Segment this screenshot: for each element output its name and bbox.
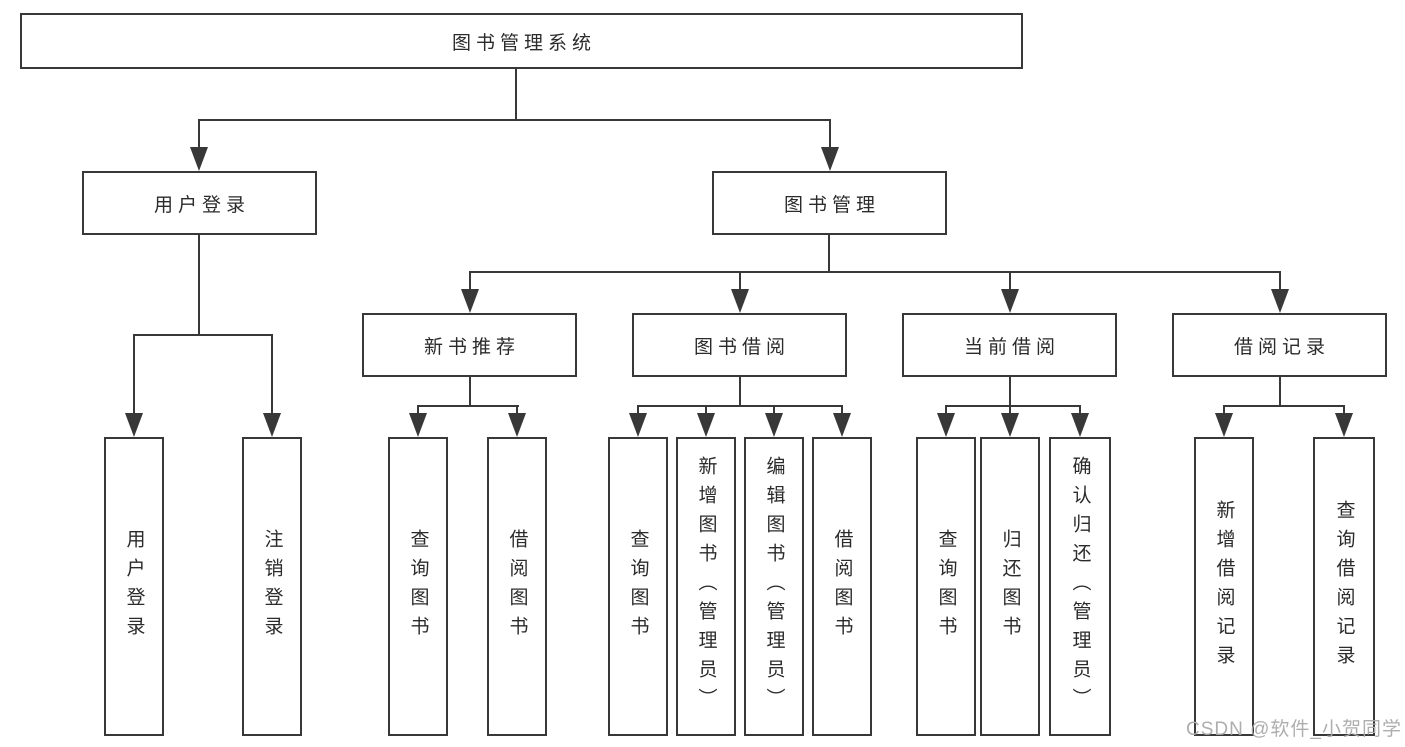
- connector-line: [1009, 377, 1011, 407]
- arrowhead-down-icon: [1001, 289, 1019, 313]
- connector-line: [829, 119, 831, 150]
- connector-line: [469, 271, 1281, 273]
- leaf-borrow-books-recommend: 借阅图书: [487, 437, 547, 736]
- node-book-borrowing: 图书借阅: [632, 313, 847, 377]
- connector-line: [705, 405, 707, 417]
- arrowhead-down-icon: [731, 289, 749, 313]
- arrowhead-down-icon: [937, 413, 955, 437]
- connector-line: [198, 235, 200, 336]
- leaf-confirm-return-admin: 确认归还（管理员）: [1049, 437, 1111, 736]
- arrowhead-down-icon: [765, 413, 783, 437]
- arrowhead-down-icon: [263, 413, 281, 437]
- node-book-management: 图书管理: [712, 171, 947, 235]
- connector-line: [841, 405, 843, 417]
- node-current-borrowing: 当前借阅: [902, 313, 1117, 377]
- connector-line: [133, 334, 135, 415]
- leaf-logout: 注销登录: [242, 437, 302, 736]
- node-borrowing-records: 借阅记录: [1172, 313, 1387, 377]
- connector-line: [1343, 405, 1345, 417]
- csdn-watermark: CSDN @软件_小贺同学: [1186, 719, 1402, 740]
- connector-line: [515, 69, 517, 121]
- leaf-query-books-borrowing: 查询图书: [608, 437, 668, 736]
- arrowhead-down-icon: [1215, 413, 1233, 437]
- leaf-borrow-books-borrowing: 借阅图书: [812, 437, 872, 736]
- connector-line: [271, 334, 273, 415]
- node-new-book-recommendation: 新书推荐: [362, 313, 577, 377]
- leaf-add-borrow-record: 新增借阅记录: [1194, 437, 1254, 736]
- connector-line: [945, 405, 947, 417]
- connector-line: [739, 271, 741, 291]
- arrowhead-down-icon: [821, 147, 839, 171]
- arrowhead-down-icon: [508, 413, 526, 437]
- arrowhead-down-icon: [629, 413, 647, 437]
- connector-line: [1009, 271, 1011, 291]
- arrowhead-down-icon: [461, 289, 479, 313]
- connector-line: [133, 334, 273, 336]
- leaf-user-login: 用户登录: [104, 437, 164, 736]
- arrowhead-down-icon: [1001, 413, 1019, 437]
- node-user-login: 用户登录: [82, 171, 317, 235]
- connector-line: [417, 405, 419, 417]
- arrowhead-down-icon: [125, 413, 143, 437]
- connector-line: [516, 405, 518, 417]
- connector-line: [1223, 405, 1345, 407]
- connector-line: [1279, 271, 1281, 291]
- connector-line: [773, 405, 775, 417]
- node-library-management-system: 图书管理系统: [20, 13, 1023, 69]
- leaf-add-book-admin: 新增图书（管理员）: [676, 437, 736, 736]
- connector-line: [637, 405, 639, 417]
- connector-line: [1009, 405, 1011, 417]
- connector-line: [469, 377, 471, 407]
- arrowhead-down-icon: [190, 147, 208, 171]
- connector-line: [739, 377, 741, 407]
- connector-line: [637, 405, 843, 407]
- arrowhead-down-icon: [1335, 413, 1353, 437]
- arrowhead-down-icon: [1071, 413, 1089, 437]
- arrowhead-down-icon: [1271, 289, 1289, 313]
- leaf-return-books: 归还图书: [980, 437, 1040, 736]
- arrowhead-down-icon: [833, 413, 851, 437]
- connector-line: [1279, 377, 1281, 407]
- connector-line: [198, 119, 200, 150]
- connector-line: [828, 235, 830, 273]
- connector-line: [198, 119, 831, 121]
- connector-line: [1079, 405, 1081, 417]
- connector-line: [1223, 405, 1225, 417]
- connector-line: [417, 405, 519, 407]
- connector-line: [945, 405, 1081, 407]
- arrowhead-down-icon: [697, 413, 715, 437]
- leaf-edit-book-admin: 编辑图书（管理员）: [744, 437, 804, 736]
- arrowhead-down-icon: [409, 413, 427, 437]
- leaf-query-books-recommend: 查询图书: [388, 437, 448, 736]
- connector-line: [469, 271, 471, 291]
- leaf-query-books-current: 查询图书: [916, 437, 976, 736]
- leaf-query-borrow-record: 查询借阅记录: [1313, 437, 1375, 736]
